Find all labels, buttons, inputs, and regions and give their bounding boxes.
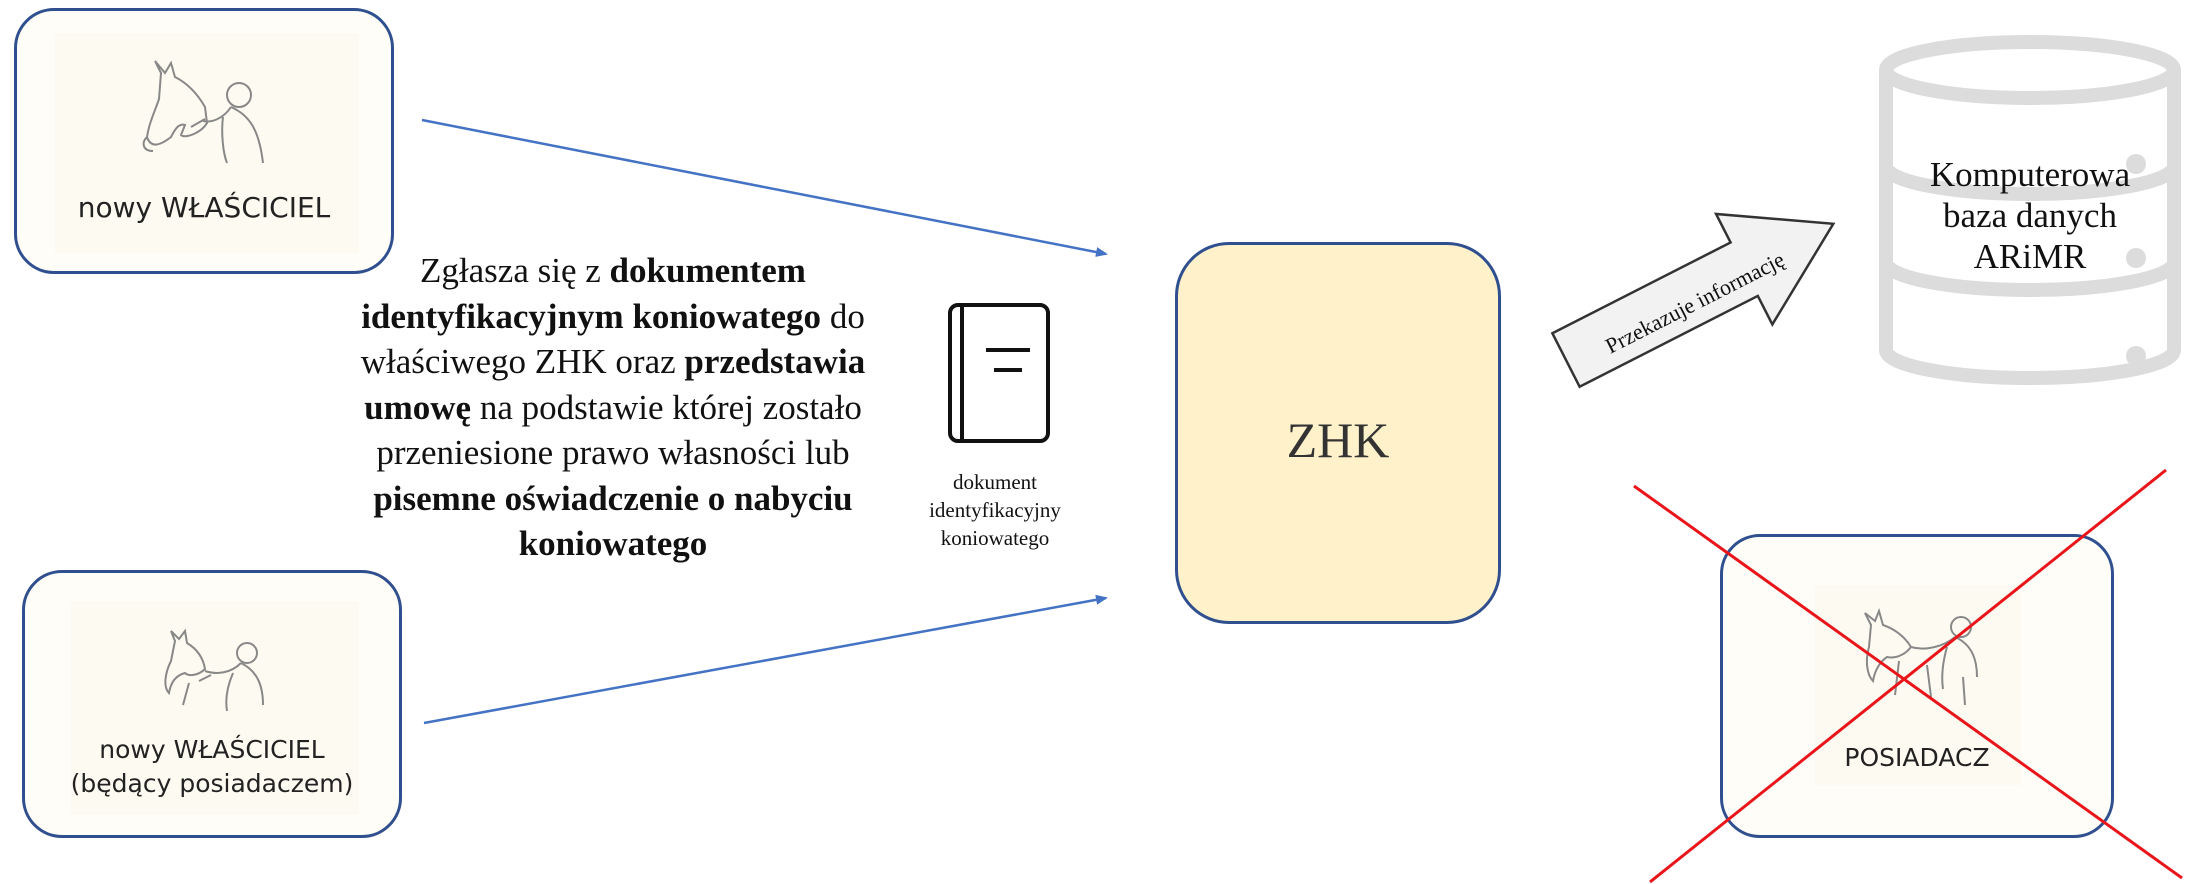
database-label-line2: baza danych [1943, 196, 2117, 235]
new-owner-label: nowy WŁAŚCICIEL [77, 191, 331, 224]
flow-arrow-bottom [423, 594, 1108, 725]
horse-and-person-icon [164, 628, 264, 712]
database-label: Komputerowa baza danych ARiMR [1890, 154, 2170, 277]
document-caption-line3: koniowatego [940, 526, 1050, 550]
database-icon [1879, 35, 2181, 385]
new-owner-holder-card: nowy WŁAŚCICIEL (będący posiadaczem) [22, 570, 402, 838]
new-owner-card: nowy WŁAŚCICIEL [14, 8, 394, 274]
document-caption-line1: dokument [953, 470, 1037, 494]
holder-label: POSIADACZ [1844, 743, 1990, 772]
new-owner-holder-label-line1: nowy WŁAŚCICIEL [99, 735, 325, 764]
procedure-text-3: do właściwego ZHK oraz [360, 296, 865, 382]
new-owner-holder-image-area [71, 601, 359, 815]
holder-card: POSIADACZ [1720, 534, 2114, 838]
document-icon [948, 303, 1050, 443]
procedure-text-2: dokumentem identyfikacyjnym koniowatego [361, 251, 822, 336]
procedure-text-1: Zgłasza się z [420, 251, 610, 290]
new-owner-image-area [55, 33, 359, 253]
procedure-text-6: pisemne oświadczenie o nabyciu koniowate… [373, 478, 853, 564]
holder-image-area [1815, 585, 2021, 785]
document-caption: dokument identyfikacyjny koniowatego [890, 468, 1100, 552]
cross-out-icon [1633, 468, 2183, 884]
procedure-text-4: przedstawia umowę [364, 342, 866, 427]
document-caption-line2: identyfikacyjny [929, 498, 1061, 522]
database-label-line1: Komputerowa [1929, 155, 2131, 194]
database-indicator-dots [2126, 154, 2146, 366]
transfer-arrow-shape [1550, 212, 1836, 389]
zhk-label: ZHK [1286, 412, 1390, 468]
new-owner-holder-label: nowy WŁAŚCICIEL (będący posiadaczem) [25, 733, 399, 801]
flow-arrow-top [421, 118, 1108, 257]
procedure-text-5: na podstawie której zostało przeniesione… [376, 387, 862, 473]
new-owner-holder-label-line2: (będący posiadaczem) [70, 769, 354, 798]
horse-and-person-icon [142, 60, 264, 164]
zhk-box: ZHK [1175, 242, 1501, 624]
procedure-description: Zgłasza się z dokumentem identyfikacyjny… [340, 248, 886, 567]
database-label-line3: ARiMR [1973, 237, 2087, 276]
